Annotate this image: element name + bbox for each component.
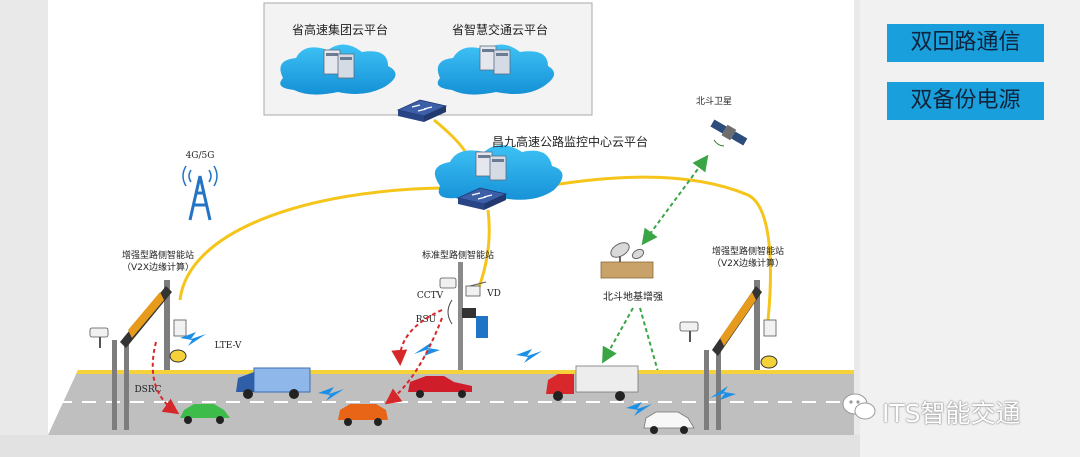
link-right-station	[552, 175, 772, 321]
rsu-link-suv	[384, 317, 443, 405]
wechat-icon	[842, 393, 876, 420]
dsrc-link-left	[151, 341, 180, 415]
enhanced-station-right-subtitle: （V2X边缘计算）	[712, 257, 784, 269]
monitoring-center-cloud-label: 昌九高速公路监控中心云平台	[492, 134, 648, 149]
cctv-label: CCTV	[417, 291, 444, 301]
camera-icon	[439, 277, 487, 297]
camera-icon	[89, 327, 109, 348]
feature-dual-circuit: 双回路通信	[887, 24, 1044, 62]
server-icon	[475, 151, 507, 181]
enhanced-station-right-title: 增强型路侧智能站	[712, 245, 784, 257]
rsu-label: RSU	[416, 315, 437, 325]
diagram-canvas: 省高速集团云平台 省智慧交通云平台 昌九高速公路监控中心云平台 4G/5G 北斗…	[48, 2, 854, 435]
provincial-highway-group-cloud-label: 省高速集团云平台	[292, 22, 388, 37]
vehicle-icon	[236, 367, 311, 399]
satellite-icon	[710, 119, 748, 146]
vehicle-icon	[180, 404, 230, 424]
satellite-to-ground-link	[641, 154, 709, 246]
standard-station-title: 标准型路侧智能站	[422, 249, 494, 261]
server-icon	[323, 49, 355, 79]
link-left-station	[178, 186, 444, 301]
rsu-link-van	[391, 309, 443, 366]
satellite-signal-icon	[713, 139, 725, 147]
side-panel	[860, 0, 1080, 457]
standard-station-pole	[447, 262, 488, 370]
ground-enhancement-label: 北斗地基增强	[603, 290, 663, 303]
satellite-label: 北斗卫星	[696, 96, 732, 107]
lte-v-label: LTE-V	[215, 341, 242, 351]
vehicle-icon	[408, 376, 472, 398]
gantry-icon	[112, 280, 187, 430]
camera-icon	[679, 321, 699, 342]
server-icon	[479, 45, 511, 75]
vehicle-icon	[546, 365, 639, 401]
satellite-dish-icon	[600, 242, 654, 279]
vd-label: VD	[486, 289, 501, 299]
road-edge-line	[76, 370, 854, 374]
road-sign-icon	[169, 349, 187, 363]
watermark-text: ITS智能交通	[882, 399, 1021, 428]
signal-tower-icon	[182, 165, 218, 221]
enhanced-station-left-subtitle: （V2X边缘计算）	[122, 261, 194, 273]
vehicle-icon	[338, 404, 388, 426]
gantry-icon	[704, 280, 777, 430]
ground-to-truck-link	[602, 307, 634, 364]
architecture-diagram: 省高速集团云平台 省智慧交通云平台 昌九高速公路监控中心云平台 4G/5G 北斗…	[48, 0, 854, 435]
footer-strip	[0, 435, 860, 457]
wireless-wave-icon	[414, 342, 440, 356]
provincial-smart-transport-cloud-label: 省智慧交通云平台	[452, 22, 548, 37]
feature-dual-power: 双备份电源	[887, 82, 1044, 120]
road-sign-icon	[760, 355, 778, 369]
link-standard-station	[476, 209, 491, 291]
tower-label: 4G/5G	[186, 151, 215, 161]
vehicle-icon	[643, 411, 695, 434]
wireless-wave-icon	[516, 349, 542, 363]
dsrc-label: DSRC	[134, 385, 161, 395]
enhanced-station-left-title: 增强型路侧智能站	[122, 249, 194, 261]
